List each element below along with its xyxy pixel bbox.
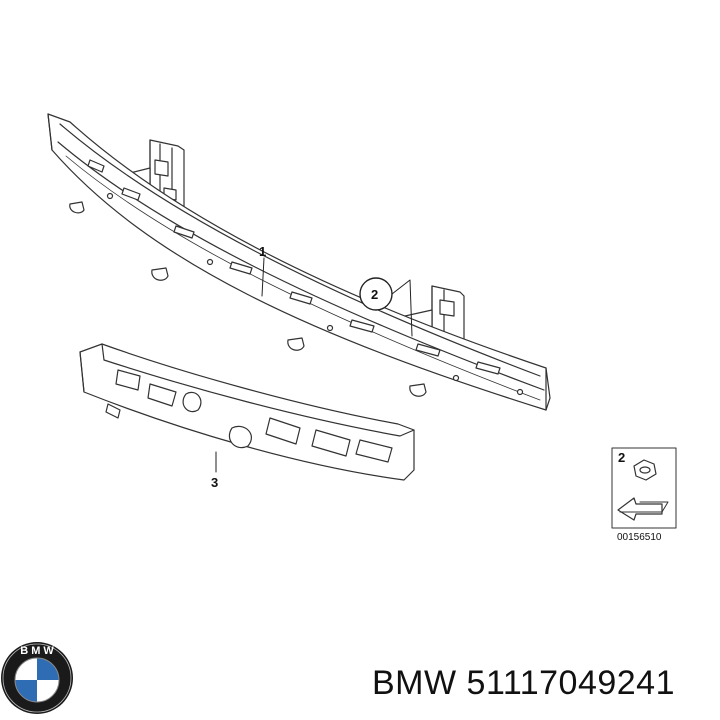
nut-icon [633, 459, 657, 481]
inset-reference-code: 00156510 [617, 532, 662, 543]
energy-absorber [79, 343, 415, 481]
callout-circle-part2 [359, 277, 393, 311]
arrow-icon [617, 497, 669, 521]
part-number-caption: BMW 51117049241 [372, 664, 675, 702]
callout-part3: 3 [211, 475, 218, 490]
callout-part1: 1 [259, 244, 266, 259]
leader-line-part1 [261, 257, 265, 297]
svg-text:B M W: B M W [20, 645, 54, 657]
callout-part2: 2 [371, 287, 378, 302]
fastener-inset [611, 447, 677, 529]
inset-item-number: 2 [618, 450, 625, 465]
bmw-logo: B M W [1, 642, 73, 714]
leader-line-part2 [391, 279, 413, 337]
bumper-carrier-bar [47, 113, 551, 411]
